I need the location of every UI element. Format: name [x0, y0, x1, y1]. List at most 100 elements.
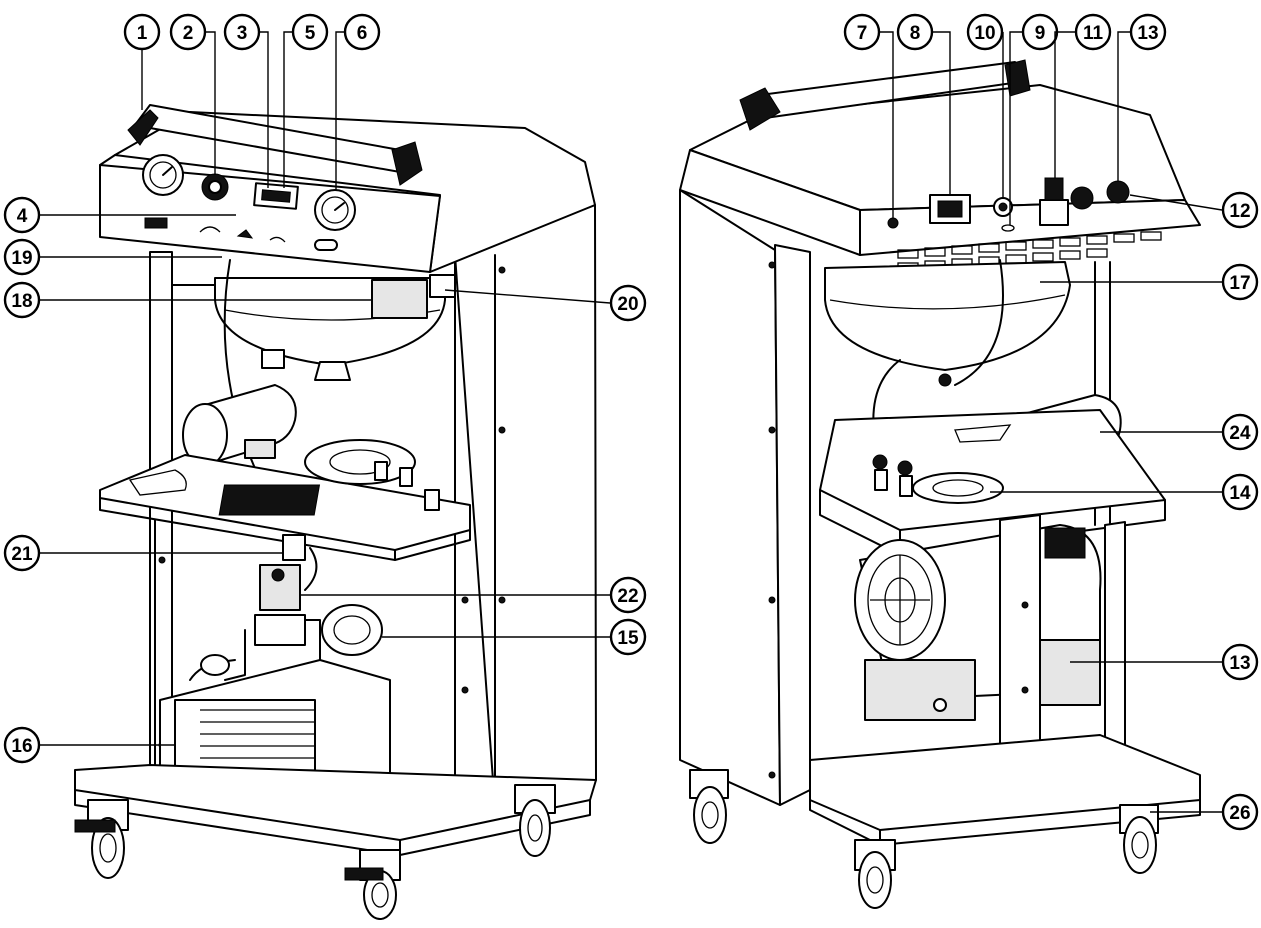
callout-leader-9	[1009, 31, 1022, 225]
callout-label-18: 18	[11, 291, 32, 312]
callout-circle-16	[3, 726, 41, 764]
callout-label-10: 10	[974, 23, 995, 44]
callout-21: 21	[3, 534, 283, 572]
callout-leader-12	[1129, 194, 1223, 211]
callout-circle-11	[1074, 13, 1112, 51]
callout-17: 17	[1040, 263, 1259, 301]
fitting-7-icon	[887, 217, 899, 229]
callout-circle-7	[843, 13, 881, 51]
callout-18: 18	[3, 281, 372, 319]
right-fan-14	[912, 472, 1004, 504]
callout-label-15: 15	[617, 628, 639, 649]
left-control-panel	[99, 164, 441, 273]
callout-circle-12	[1221, 191, 1259, 229]
callout-13a: 13	[1117, 13, 1167, 181]
cooling-coil	[1044, 527, 1086, 559]
callout-circle-13b	[1221, 643, 1259, 681]
right-side-panel	[679, 189, 781, 806]
callout-circle-17	[1221, 263, 1259, 301]
callout-leader-8	[933, 31, 951, 195]
callout-label-20: 20	[617, 294, 638, 315]
callout-label-5: 5	[305, 23, 316, 44]
callout-leader-13a	[1117, 31, 1130, 181]
pressure-switch-18-icon	[371, 279, 428, 319]
cylinder-head-13b	[864, 659, 976, 721]
callout-circle-1	[123, 13, 161, 51]
outlet-13a-icon	[1070, 186, 1094, 210]
right-rear-panel	[859, 199, 1201, 256]
valve-11-icon	[1039, 199, 1069, 226]
callout-label-19: 19	[11, 248, 32, 269]
callout-6: 6	[335, 13, 381, 190]
callout-label-1: 1	[137, 23, 148, 44]
callout-label-12: 12	[1229, 201, 1250, 222]
callout-7: 7	[843, 13, 894, 218]
callout-circle-3	[223, 13, 261, 51]
callout-circle-5	[291, 13, 329, 51]
callout-circle-20	[609, 284, 647, 322]
callout-circle-15	[609, 618, 647, 656]
callout-label-2: 2	[183, 23, 194, 44]
callout-circle-13a	[1129, 13, 1167, 51]
callout-15: 15	[382, 618, 647, 656]
callout-leader-7	[880, 31, 894, 218]
callout-label-4: 4	[17, 206, 28, 227]
callout-label-14: 14	[1229, 483, 1251, 504]
callout-label-13b: 13	[1229, 653, 1250, 674]
callout-24: 24	[1100, 413, 1259, 451]
callout-circle-26	[1221, 793, 1259, 831]
callout-label-13a: 13	[1137, 23, 1158, 44]
right-air-tank	[824, 261, 1071, 371]
callout-circle-4	[3, 196, 41, 234]
callout-label-8: 8	[910, 23, 921, 44]
callout-11: 11	[1054, 13, 1112, 178]
callout-2: 2	[169, 13, 216, 175]
terminal-block	[218, 484, 321, 516]
callout-circle-8	[896, 13, 934, 51]
callout-label-7: 7	[857, 23, 868, 44]
callout-circle-10	[966, 13, 1004, 51]
callout-leader-5	[283, 31, 292, 188]
callout-label-17: 17	[1229, 273, 1250, 294]
callout-circle-24	[1221, 413, 1259, 451]
callout-leader-6	[335, 31, 344, 190]
callout-8: 8	[896, 13, 951, 195]
callout-label-3: 3	[237, 23, 248, 44]
callout-circle-22	[609, 576, 647, 614]
callout-16: 16	[3, 726, 175, 764]
left-unit-front-view	[74, 104, 597, 920]
callout-circle-19	[3, 238, 41, 276]
callout-label-24: 24	[1229, 423, 1251, 444]
callout-leader-20	[444, 289, 611, 304]
indicator-4-icon	[144, 217, 168, 229]
callout-label-16: 16	[11, 736, 32, 757]
gauge-15-icon	[321, 604, 383, 656]
callout-label-6: 6	[357, 23, 368, 44]
callout-circle-14	[1221, 473, 1259, 511]
right-unit-rear-view	[679, 59, 1201, 909]
callout-12: 12	[1129, 191, 1259, 229]
callout-leader-2	[206, 31, 216, 175]
callout-4: 4	[3, 196, 236, 234]
callout-20: 20	[444, 284, 647, 322]
left-side-panel	[454, 204, 597, 809]
callout-1: 1	[123, 13, 161, 110]
callout-10: 10	[966, 13, 1004, 198]
callout-circle-6	[343, 13, 381, 51]
callout-13b: 13	[1070, 643, 1259, 681]
callout-label-22: 22	[617, 586, 638, 607]
left-fan	[304, 439, 416, 485]
valve-21-icon	[282, 534, 306, 561]
callout-22: 22	[300, 576, 647, 614]
callout-label-26: 26	[1229, 803, 1250, 824]
callout-leader-3	[260, 31, 269, 188]
callout-circle-2	[169, 13, 207, 51]
callout-19: 19	[3, 238, 222, 276]
callout-14: 14	[990, 473, 1259, 511]
callout-circle-18	[3, 281, 41, 319]
callout-label-21: 21	[11, 544, 33, 565]
callout-label-11: 11	[1083, 23, 1104, 44]
